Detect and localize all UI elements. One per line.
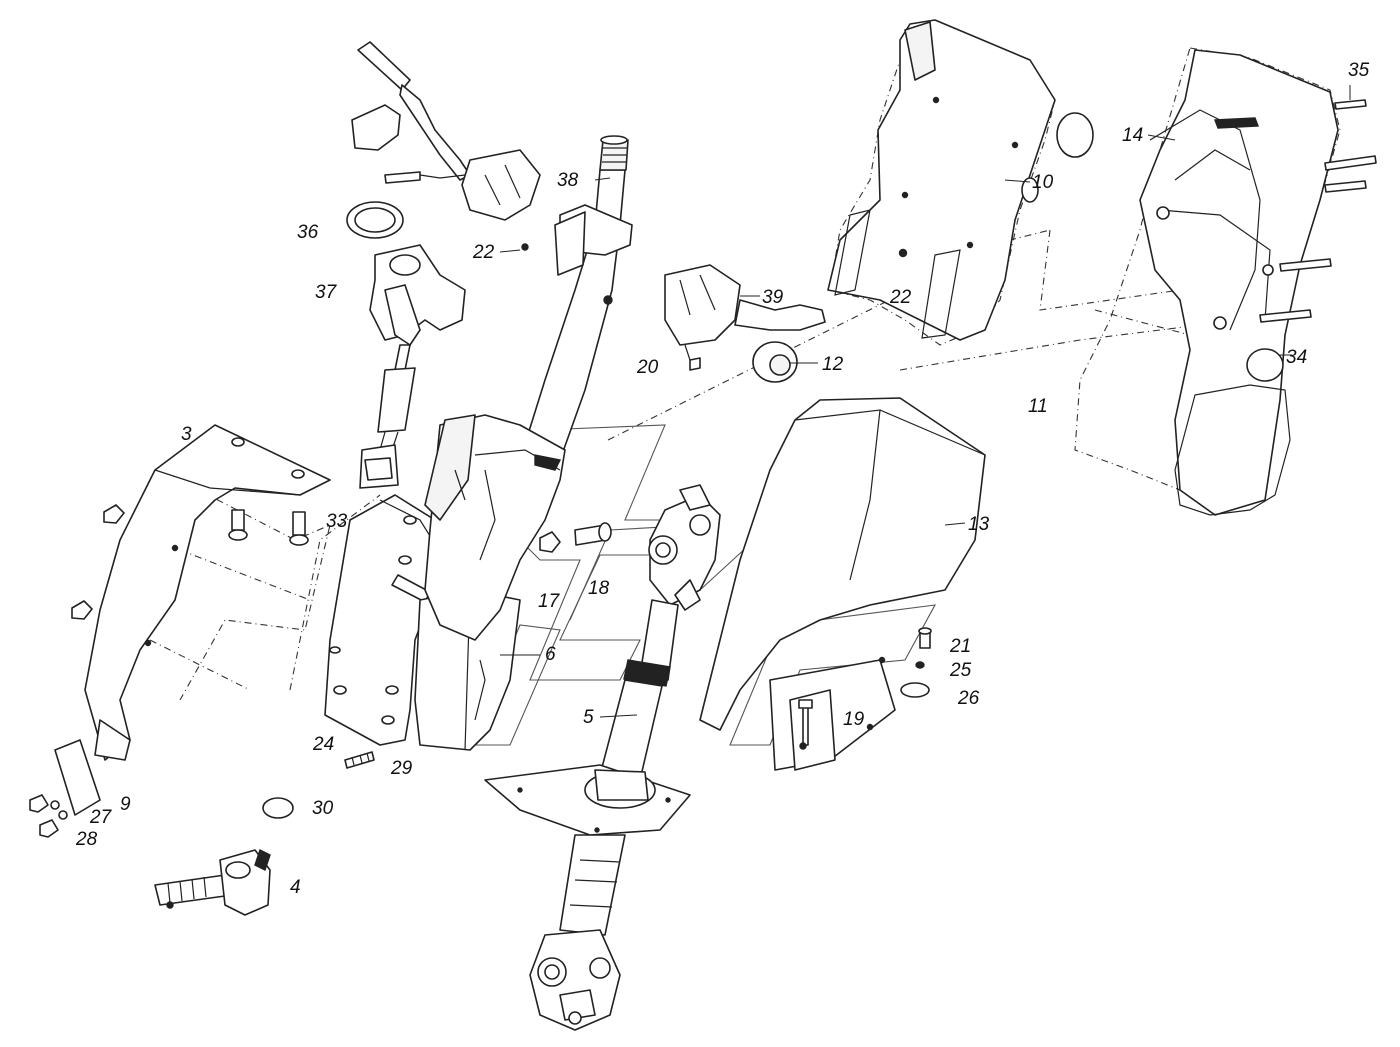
callout-38: 38 <box>557 170 579 191</box>
callout-14: 14 <box>1122 125 1143 146</box>
callout-12: 12 <box>822 354 844 375</box>
callout-27: 27 <box>89 807 113 828</box>
callout-19: 19 <box>843 709 865 730</box>
callout-33: 33 <box>326 511 348 532</box>
switch-stalk-39 <box>664 264 826 371</box>
callout-25: 25 <box>949 660 972 681</box>
switch-4 <box>154 849 271 916</box>
switch-stalk-left <box>351 41 541 221</box>
screw-24-29 <box>344 751 375 769</box>
nut-bolt-17-18 <box>539 522 612 553</box>
cab-cover-10 <box>827 19 1094 341</box>
grommet-12 <box>752 341 798 383</box>
grommet <box>1056 112 1094 158</box>
callout-29: 29 <box>390 758 413 779</box>
ignition-switch-37 <box>346 201 466 489</box>
callout-4: 4 <box>290 877 301 898</box>
callout-13: 13 <box>968 514 990 535</box>
callout-22-cover: 22 <box>889 287 912 308</box>
callout-9: 9 <box>120 794 131 815</box>
callout-17: 17 <box>538 591 561 612</box>
callout-39: 39 <box>762 287 784 308</box>
cab-cover-14 <box>1139 49 1377 516</box>
callout-10: 10 <box>1032 172 1054 193</box>
callout-35: 35 <box>1348 60 1370 81</box>
mounting-bracket-3 <box>29 424 331 838</box>
callout-22-upper: 22 <box>472 242 495 263</box>
column-shroud-13 <box>699 397 986 731</box>
callout-18: 18 <box>588 578 610 599</box>
callout-11: 11 <box>1028 396 1048 417</box>
lower-column-5 <box>484 484 721 1031</box>
fastener-stack-21-25-26 <box>900 627 932 698</box>
callout-36: 36 <box>297 222 319 243</box>
callout-21: 21 <box>949 636 971 657</box>
column-housing <box>424 414 566 641</box>
steering-column-38 <box>519 135 633 471</box>
callout-26: 26 <box>957 688 980 709</box>
bracket-plate-19 <box>769 656 896 771</box>
callouts: 3 4 5 6 9 10 11 12 13 14 17 18 19 20 21 … <box>75 60 1370 898</box>
callout-34: 34 <box>1286 347 1307 368</box>
callout-20: 20 <box>636 357 659 378</box>
washer-30 <box>262 797 294 819</box>
callout-5: 5 <box>583 707 594 728</box>
upper-shroud-11 <box>1174 384 1291 516</box>
callout-24: 24 <box>312 734 334 755</box>
callout-3: 3 <box>181 424 192 445</box>
leader-lines <box>499 85 1351 718</box>
callout-6: 6 <box>545 644 556 665</box>
callout-28: 28 <box>75 829 98 850</box>
callout-37: 37 <box>315 282 338 303</box>
callout-30: 30 <box>312 798 334 819</box>
